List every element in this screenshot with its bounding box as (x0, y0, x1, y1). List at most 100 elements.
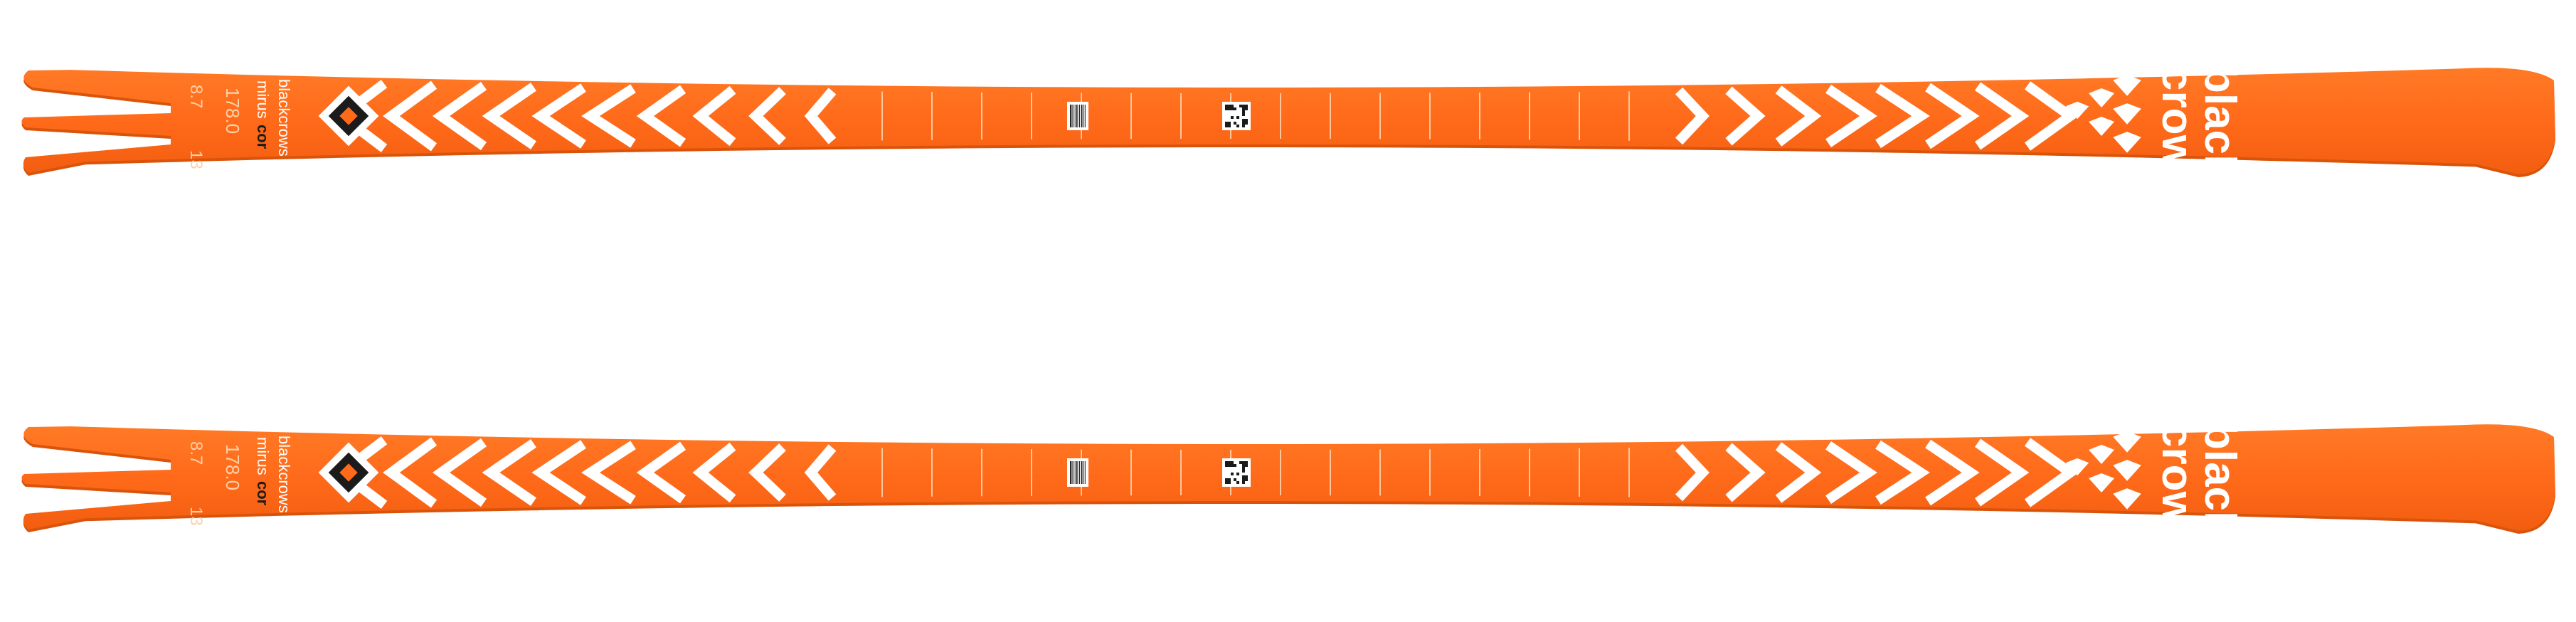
qr-module (1242, 105, 1245, 107)
qr-module (1245, 461, 1248, 464)
tip-trademark: TM (2175, 160, 2185, 172)
crow-logo-mark (2113, 488, 2141, 510)
ski-top: blackcrows mirus cor 178.0 13 8.7 black … (21, 66, 2556, 194)
crow-logo-mark (2089, 88, 2114, 107)
qr-module (1225, 125, 1228, 127)
chevron-stripe (1725, 443, 1766, 502)
qr-module (1228, 107, 1231, 110)
tail-model-text: mirus (254, 80, 272, 119)
tip-brand: black crows TM (2153, 423, 2244, 550)
qr-module (1236, 473, 1239, 475)
crow-logo-mark (2113, 103, 2141, 125)
chevron-stripe (531, 83, 586, 149)
chevron-stripe (748, 87, 786, 145)
qr-module (1228, 125, 1231, 127)
qr-module (1245, 122, 1248, 125)
qr-module (1242, 110, 1245, 113)
qr-module (1225, 464, 1228, 467)
qr-module (1234, 478, 1236, 481)
qr-module (1225, 478, 1228, 481)
qr-module (1242, 475, 1245, 478)
qr-module (1242, 107, 1245, 110)
qr-module (1236, 116, 1239, 119)
barcode-bar (1071, 461, 1073, 484)
tip-brand-crows: crows (2153, 66, 2202, 194)
qr-module (1239, 461, 1242, 464)
chevron-pattern (333, 436, 2079, 509)
barcode-bar (1077, 461, 1078, 484)
crow-logo-mark (2089, 445, 2114, 464)
qr-module (1228, 122, 1231, 125)
tail-length-text: 178.0 (222, 444, 243, 490)
qr-module (1234, 122, 1236, 125)
qr-module (1231, 464, 1234, 467)
chevron-stripe (2024, 438, 2079, 507)
barcode-bar (1081, 461, 1083, 484)
chevron-stripe (1775, 442, 1822, 503)
qr-code-icon (1222, 458, 1251, 487)
chevron-stripe (1825, 85, 1877, 147)
qr-module (1225, 122, 1228, 125)
chevron-stripe (432, 81, 487, 151)
tip-brand-black: black (2195, 423, 2244, 536)
ski-graphics: blackcrows mirus cor 178.0 13 8.7 black … (186, 423, 2244, 550)
qr-module (1234, 107, 1236, 110)
barcode-bar (1070, 461, 1071, 484)
chevron-stripe (1925, 439, 1980, 506)
qr-module (1228, 461, 1231, 464)
qr-module (1245, 105, 1248, 107)
qr-module (1236, 125, 1239, 127)
chevron-stripe (636, 441, 687, 504)
crow-logo-mark (2089, 117, 2114, 136)
chevron-stripe (581, 84, 636, 148)
chevron-stripe (383, 80, 438, 152)
crow-logo-icon (2065, 75, 2141, 153)
qr-module (1228, 481, 1231, 484)
barcode-bar (1084, 461, 1086, 484)
qr-module (1225, 461, 1228, 464)
qr-module (1242, 119, 1245, 122)
barcode-bar (1075, 461, 1077, 484)
tail-radius-text: 13 (186, 507, 206, 526)
chevron-stripe (636, 85, 687, 147)
tail-specs: blackcrows mirus cor 178.0 13 8.7 (186, 436, 293, 526)
tip-brand-black: black (2195, 66, 2244, 179)
crow-logo-mark (2065, 458, 2089, 476)
qr-module (1242, 464, 1245, 467)
chevron-stripe (692, 85, 736, 147)
barcode-bar (1084, 105, 1086, 127)
qr-module (1242, 470, 1245, 473)
chevron-stripe (1725, 86, 1766, 146)
chevron-stripe (1675, 87, 1710, 145)
tail-brand-text: blackcrows (275, 436, 293, 513)
tail-radius-text: 13 (186, 150, 206, 169)
tail-model-text: mirus (254, 437, 272, 475)
qr-module (1228, 464, 1231, 467)
qr-module (1228, 105, 1231, 107)
logo-diamond-center (339, 463, 358, 482)
ski-body (21, 68, 2556, 174)
qr-module (1231, 105, 1234, 107)
chevron-stripe (1875, 83, 1930, 149)
chevron-stripe (2024, 81, 2079, 151)
chevron-stripe (1675, 443, 1710, 502)
qr-module (1239, 105, 1242, 107)
chevron-stripe (383, 437, 438, 508)
chevron-stripe (1875, 440, 1930, 505)
qr-module (1225, 107, 1228, 110)
tail-length-text: 178.0 (222, 88, 243, 134)
qr-module (1245, 478, 1248, 481)
chevron-stripe (804, 444, 837, 501)
qr-module (1231, 107, 1234, 110)
barcode-bar (1079, 461, 1080, 484)
qr-module (1231, 116, 1234, 119)
qr-module (1245, 119, 1248, 122)
tip-trademark: TM (2175, 517, 2185, 529)
chevron-stripe (1975, 438, 2030, 507)
diamond-logo-icon (318, 85, 379, 147)
tail-weight-text: 8.7 (186, 85, 206, 108)
chevron-stripe (1925, 83, 1980, 149)
barcode-bar (1079, 105, 1080, 127)
qr-module (1242, 481, 1245, 484)
